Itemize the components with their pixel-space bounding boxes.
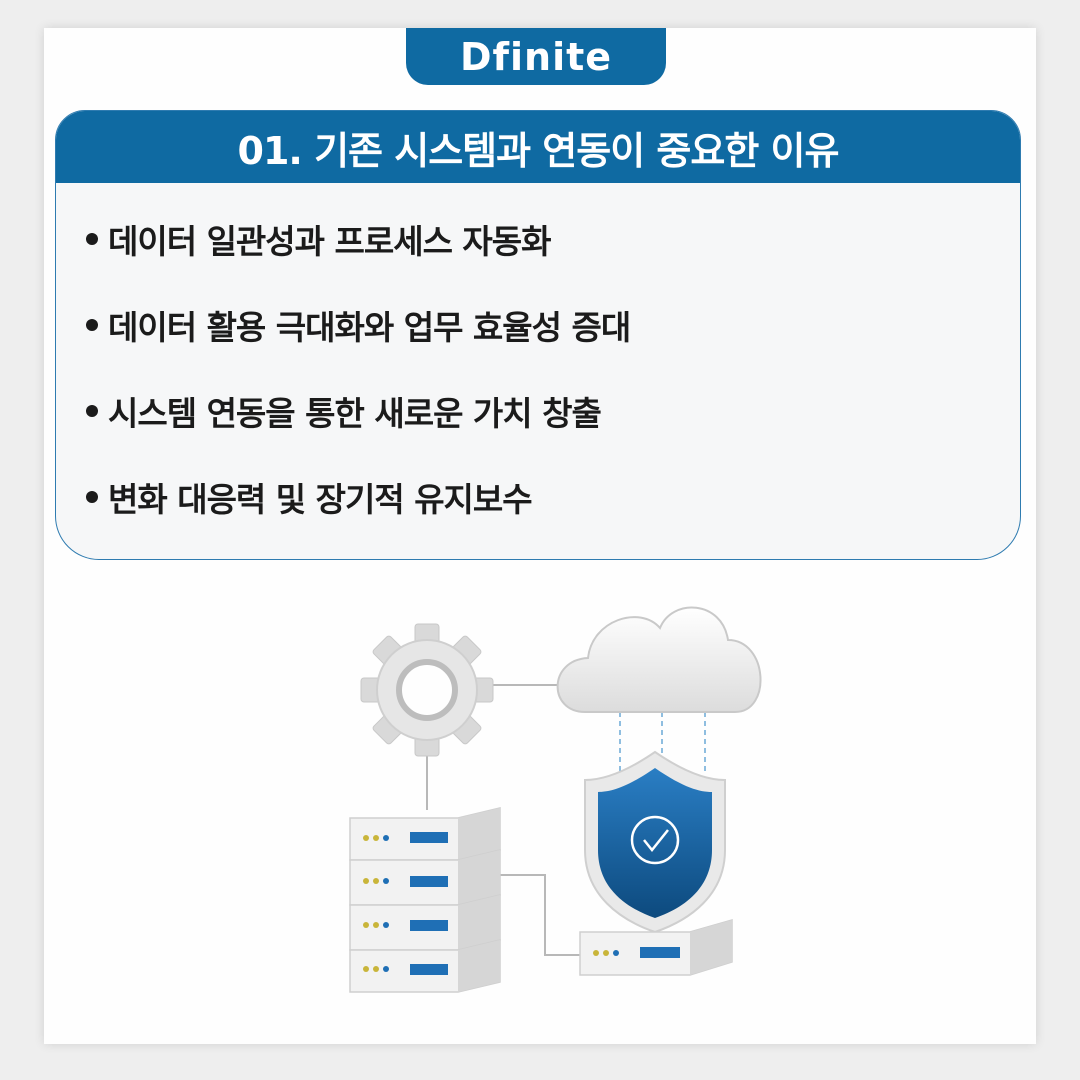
list-item: 데이터 일관성과 프로세스 자동화 (82, 215, 630, 301)
brand-logo: Dfinite (459, 34, 613, 79)
reason-list: 데이터 일관성과 프로세스 자동화 데이터 활용 극대화와 업무 효율성 증대 … (82, 215, 631, 559)
reasons-panel: 01. 기존 시스템과 연동이 중요한 이유 데이터 일관성과 프로세스 자동화… (55, 110, 1021, 560)
list-item: 변화 대응력 및 장기적 유지보수 (82, 473, 630, 559)
page-title: 01. 기존 시스템과 연동이 중요한 이유 (237, 128, 840, 173)
panel-header: 01. 기존 시스템과 연동이 중요한 이유 (56, 111, 1020, 183)
list-item: 시스템 연동을 통한 새로운 가치 창출 (82, 387, 630, 473)
bullet-icon (86, 491, 98, 503)
bullet-icon (86, 233, 98, 245)
list-item-text: 시스템 연동을 통한 새로운 가치 창출 (108, 394, 602, 433)
logo-tab: Dfinite (406, 28, 666, 85)
list-item: 데이터 활용 극대화와 업무 효율성 증대 (82, 301, 631, 387)
list-item-text: 변화 대응력 및 장기적 유지보수 (108, 480, 533, 519)
bullet-icon (86, 405, 98, 417)
bullet-icon (86, 319, 98, 331)
list-item-text: 데이터 활용 극대화와 업무 효율성 증대 (108, 308, 631, 347)
list-item-text: 데이터 일관성과 프로세스 자동화 (108, 222, 552, 261)
